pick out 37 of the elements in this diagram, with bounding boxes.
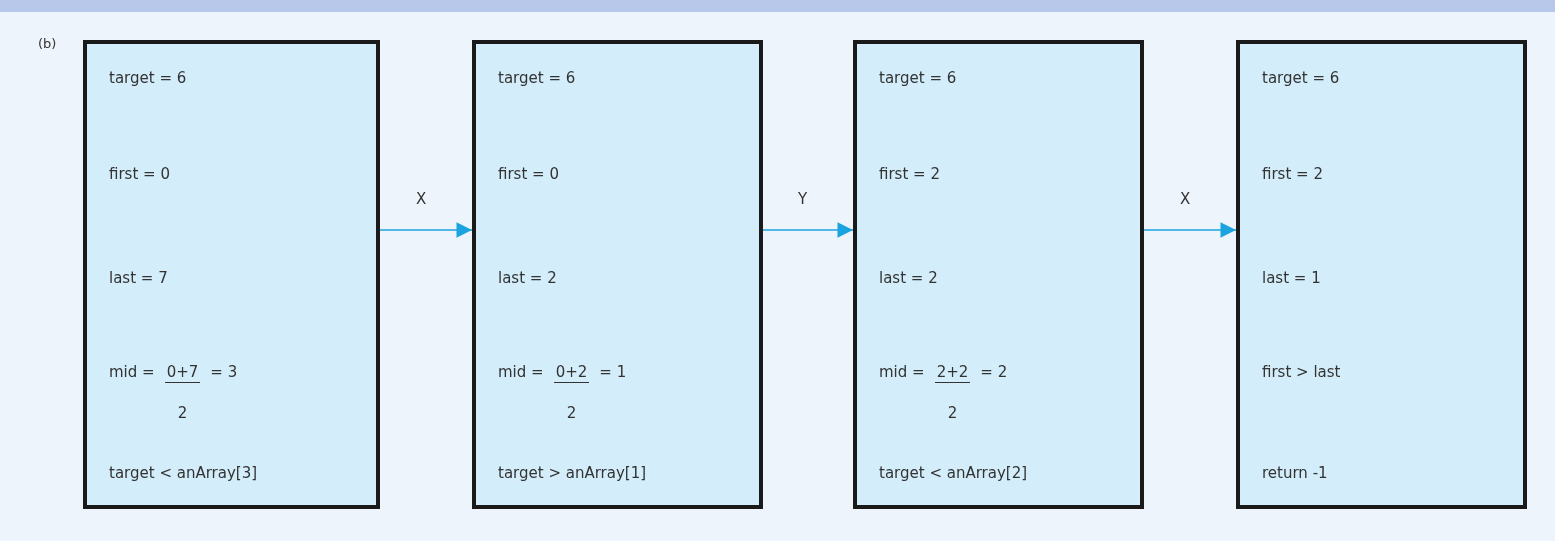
code-line: first = 2 (879, 164, 940, 184)
fraction-denominator: 2 (566, 403, 577, 423)
code-line: last = 7 (109, 268, 168, 288)
fraction-numerator: 0+2 (553, 362, 590, 383)
code-line: first = 0 (498, 164, 559, 184)
code-line: target = 6 (1262, 68, 1340, 88)
code-line: = 1 (599, 362, 627, 382)
panel-label: (b) (38, 36, 57, 51)
code-line: last = 1 (1262, 268, 1321, 288)
code-line: target < anArray[2] (879, 463, 1028, 483)
arrow (762, 222, 854, 238)
code-line: target = 6 (879, 68, 957, 88)
code-line: target = 6 (498, 68, 576, 88)
code-line: first > last (1262, 362, 1341, 382)
state-box (853, 40, 1144, 509)
code-line: target > anArray[1] (498, 463, 647, 483)
code-line: first = 0 (109, 164, 170, 184)
fraction-denominator: 2 (177, 403, 188, 423)
fraction-numerator: 2+2 (934, 362, 971, 383)
code-line: return -1 (1262, 463, 1328, 483)
state-box (472, 40, 763, 509)
code-line: target = 6 (109, 68, 187, 88)
fraction-numerator: 0+7 (164, 362, 201, 383)
fraction-denominator: 2 (947, 403, 958, 423)
code-line: first = 2 (1262, 164, 1323, 184)
code-line: = 3 (210, 362, 238, 382)
code-line: = 2 (980, 362, 1008, 382)
code-line: mid = (498, 362, 544, 382)
state-box (83, 40, 380, 509)
state-box (1236, 40, 1527, 509)
code-line: target < anArray[3] (109, 463, 258, 483)
code-line: mid = (109, 362, 155, 382)
arrow (1143, 222, 1237, 238)
arrow (379, 222, 473, 238)
code-line: last = 2 (498, 268, 557, 288)
code-line: last = 2 (879, 268, 938, 288)
code-line: mid = (879, 362, 925, 382)
